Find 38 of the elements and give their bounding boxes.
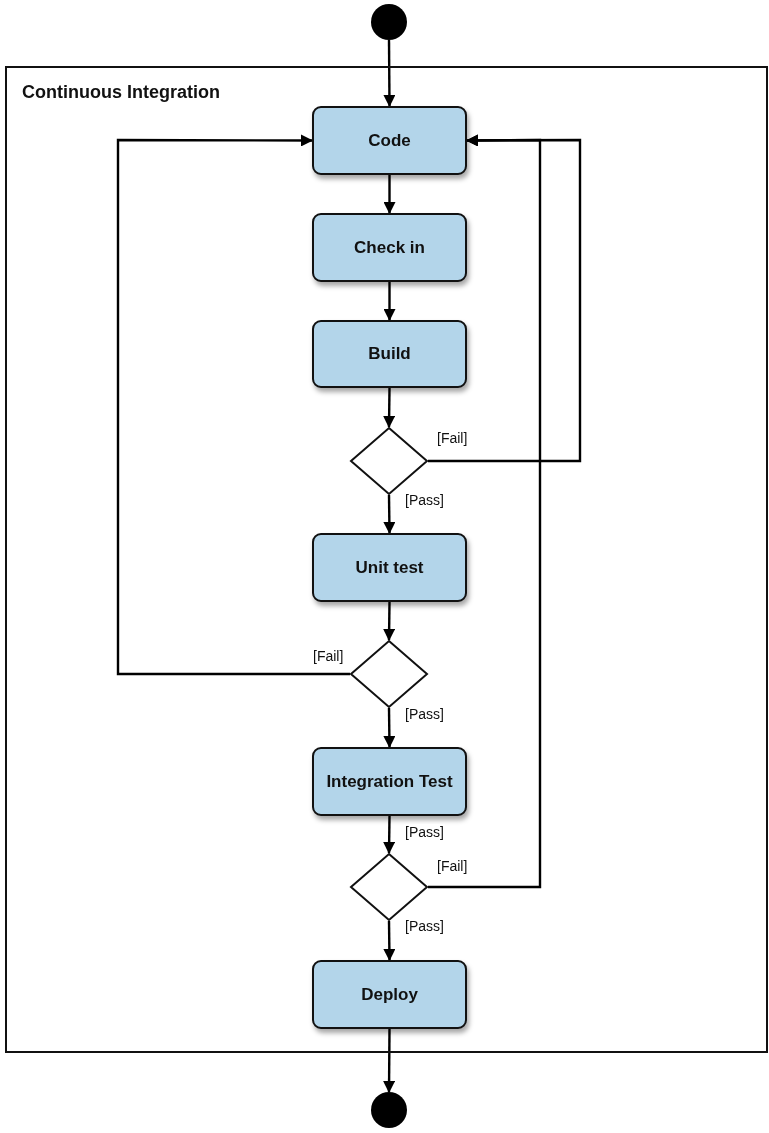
process-label: Integration Test [326,771,453,792]
process-box [312,213,467,282]
process-label: Build [368,344,411,364]
edge-label: [Pass] [404,918,445,934]
group-frame [5,66,768,1053]
process-label: Unit test [355,557,424,578]
decision-diamond [350,853,428,921]
arrow [383,816,396,854]
arrow [428,134,542,889]
edge-label: [Fail] [312,648,345,664]
process-box [312,747,467,816]
arrow [383,602,396,641]
arrow [383,495,396,534]
process-box [312,960,467,1029]
terminal-dot [371,4,407,40]
edge-label: [Pass] [404,706,445,722]
decision-diamond [350,427,428,495]
process-label: Check in [354,237,425,258]
edge-label: [Fail] [436,858,469,874]
arrow [116,134,350,676]
process-label: Deploy [361,984,418,1005]
edge-label: [Pass] [404,824,445,840]
decision-diamond [350,640,428,708]
terminal-dot [371,1092,407,1128]
arrow [383,40,396,107]
process-box [312,320,467,388]
process-box [312,106,467,175]
arrow [383,1029,396,1093]
arrow [383,708,396,748]
arrow [383,175,396,214]
process-box [312,533,467,602]
arrow [383,921,396,961]
group-title: Continuous Integration [22,82,220,103]
arrow [383,388,396,428]
edge-label: [Fail] [436,430,469,446]
edge-label: [Pass] [404,492,445,508]
arrow [383,282,396,321]
process-label: Code [368,130,411,151]
